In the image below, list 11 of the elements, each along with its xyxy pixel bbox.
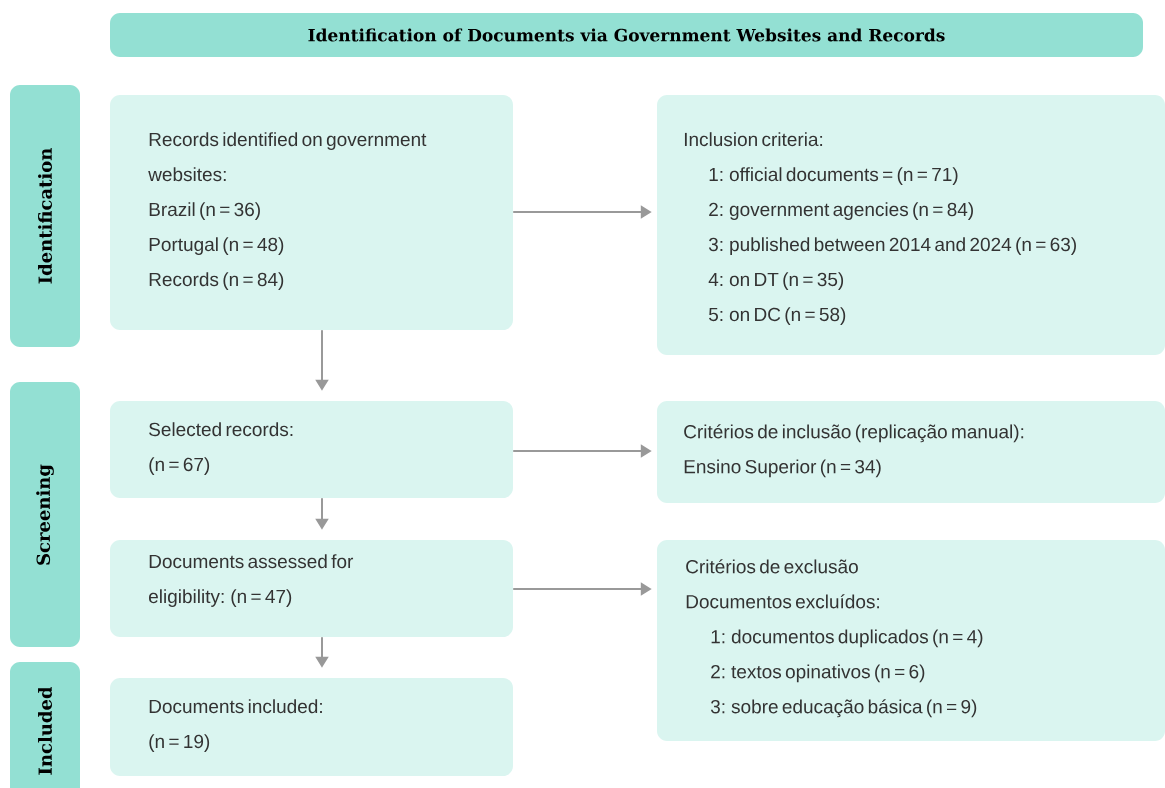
title-band: Identification of Documents via Government Websites and Records	[110, 13, 1143, 57]
process-box: Selected records: (n = 67)	[110, 401, 513, 498]
stage-band: Screening	[10, 382, 80, 647]
process-box: Inclusion criteria: 1: official documents = (n = 71) 2: government agencies (n = 84) 3: published between 2014 and 2024 (n = 63) 4: on DT (n = 35) 5: on DC (n = 58)	[657, 95, 1165, 355]
process-box: Critérios de exclusão Documentos excluídos: 1: documentos duplicados (n = 4) 2: textos opinativos (n = 6) 3: sobre educação básica (n = 9)	[657, 540, 1165, 741]
stage-band: Identification	[10, 85, 80, 347]
stage-band: Included	[10, 662, 80, 788]
process-box: Documents assessed for eligibility: (n = 47)	[110, 540, 513, 637]
process-box: Critérios de inclusão (replicação manual): Ensino Superior (n = 34)	[657, 401, 1165, 503]
process-box: Records identified on government websites: Brazil (n = 36) Portugal (n = 48) Records (n = 84)	[110, 95, 513, 330]
process-box: Documents included: (n = 19)	[110, 678, 513, 776]
